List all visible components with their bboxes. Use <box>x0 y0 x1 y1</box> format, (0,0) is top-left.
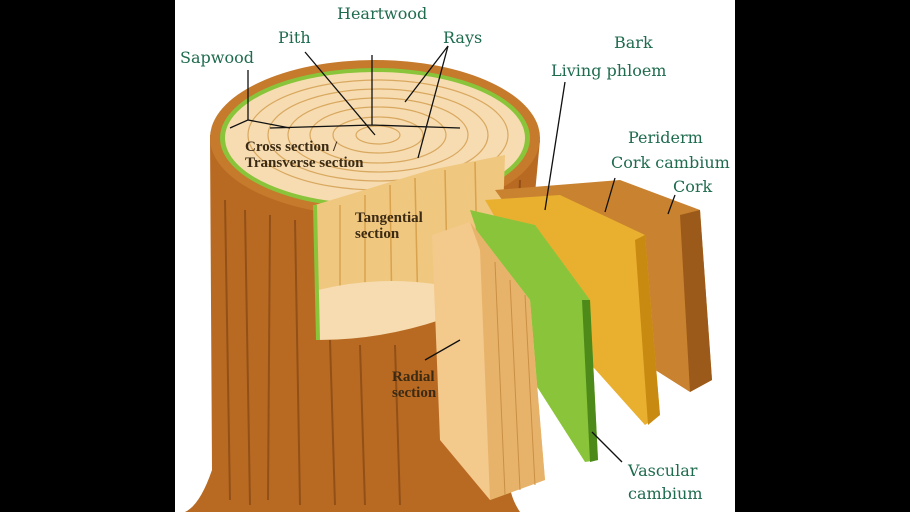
label-radial-section: Radial section <box>392 369 437 402</box>
label-cross-section: Cross section / Transverse section <box>245 139 364 172</box>
label-tangential-section: Tangential section <box>355 210 423 243</box>
label-vascular-cambium-line1: Vascular <box>628 461 698 480</box>
lower-cross-step <box>318 281 440 340</box>
radial-line2: section <box>392 384 437 401</box>
label-rays: Rays <box>443 28 483 47</box>
cork-slab-edge <box>680 210 712 392</box>
label-sapwood: Sapwood <box>180 48 254 67</box>
label-pith: Pith <box>278 28 311 47</box>
label-heartwood: Heartwood <box>337 4 428 23</box>
cross-section-line1: Cross section / <box>245 139 338 155</box>
label-living-phloem: Living phloem <box>551 61 667 80</box>
label-bark: Bark <box>614 33 653 52</box>
cut-cambium-edge <box>313 204 320 341</box>
label-vascular-cambium-line2: cambium <box>628 484 703 503</box>
tangential-line2: section <box>355 225 400 242</box>
cambium-slab-edge <box>582 300 598 462</box>
radial-line1: Radial <box>392 369 435 385</box>
phloem-slab-edge <box>635 235 660 425</box>
label-cork-cambium: Cork cambium <box>611 153 730 172</box>
tangential-line1: Tangential <box>355 210 423 226</box>
radial-grain <box>494 261 536 496</box>
radial-slab-side <box>470 222 545 500</box>
label-periderm: Periderm <box>628 128 703 147</box>
cross-section-line2: Transverse section <box>245 154 364 171</box>
label-cork: Cork <box>673 177 713 196</box>
leader-lines <box>229 45 676 463</box>
